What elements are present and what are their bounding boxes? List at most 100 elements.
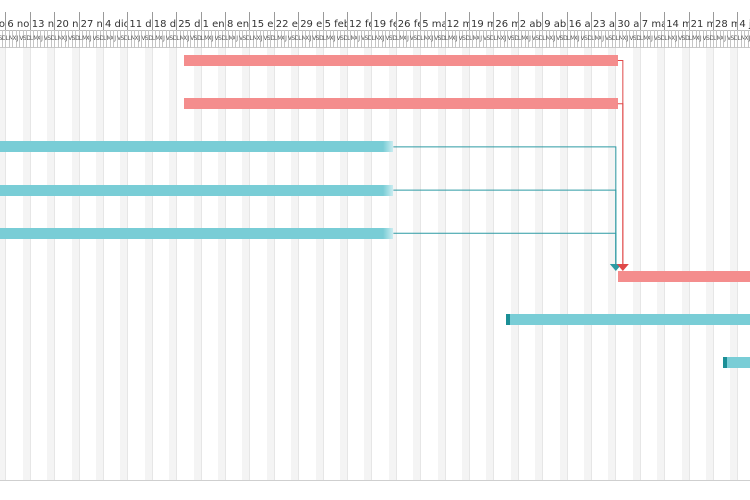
day-tick [263,30,265,48]
day-tick [71,30,73,48]
day-letter: D [148,35,152,42]
day-tick [552,30,554,48]
weekend-column [242,48,250,480]
day-tick [179,30,181,48]
day-letter: L [591,35,595,42]
day-tick [252,30,254,48]
week-label: 26 mar [495,19,518,30]
gantt-grid[interactable] [0,48,750,480]
day-tick [54,30,56,48]
day-letter: M [82,35,86,42]
day-letter: J [480,35,483,42]
day-letter: S [462,35,466,42]
day-letter: V [360,35,365,42]
critical-task-bar[interactable] [183,98,618,110]
day-letter: D [294,35,299,42]
day-tick [130,30,132,48]
weekend-column [462,48,469,480]
weekend-column [559,48,567,480]
weekend-column [266,48,274,480]
task-bar[interactable] [0,227,394,239]
day-tick [535,30,537,48]
bar-resize-handle[interactable] [505,314,510,326]
day-letter: S [340,35,344,42]
weekend-column [22,48,30,480]
day-tick [221,30,223,48]
weekend-column [706,48,713,480]
day-letter: M [618,35,623,42]
weekend-column [486,48,494,480]
day-letter: V [92,35,97,42]
day-letter: J [16,35,19,42]
day-tick [747,30,749,48]
day-tick [231,30,233,48]
day-letter: X [207,35,212,42]
critical-task-bar[interactable] [617,271,750,282]
week-label: 4 jun [739,19,750,30]
day-tick [329,30,331,48]
bar-fade-end [383,141,394,153]
day-letter: S [315,35,320,42]
day-letter: X [158,35,163,42]
day-letter: J [114,35,117,42]
day-letter: J [699,35,702,42]
task-bar[interactable] [0,141,394,153]
day-letter: D [221,35,225,42]
day-letter: D [489,35,494,42]
day-letter: S [22,35,27,42]
bar-resize-handle[interactable] [722,357,727,369]
week-label: 9 abr [544,19,567,30]
day-letter: J [138,35,141,42]
day-letter: V [214,35,219,42]
week-label: 2 abr [519,19,542,30]
week-label: 30 abr [617,19,640,30]
day-letter: M [570,35,574,42]
day-letter: V [409,35,414,42]
day-tick [249,30,251,48]
day-tick [622,30,624,48]
day-tick [36,30,38,48]
week-label: 8 ene [227,19,250,30]
day-tick [615,30,617,48]
week-label: 25 dic [178,19,201,30]
day-letter: L [151,35,156,42]
week-label: 29 ene [300,19,323,30]
week-grid-line [737,48,739,480]
day-tick [580,30,582,48]
day-letter: J [187,35,190,42]
day-tick [479,30,481,48]
day-tick [524,30,526,48]
day-letter: L [395,35,400,42]
day-tick [726,30,728,48]
week-label: 11 dic [129,19,152,30]
task-bar[interactable] [722,357,750,369]
task-bar[interactable] [505,314,750,326]
day-letter: V [141,35,145,42]
day-tick [333,30,335,48]
day-letter: X [451,35,456,42]
day-tick [155,30,157,48]
critical-task-bar[interactable] [183,55,618,66]
day-letter: V [604,35,609,42]
day-tick [577,30,579,48]
day-tick [706,30,708,48]
day-tick [653,30,655,48]
day-tick [458,30,460,48]
day-letter: J [407,35,409,42]
week-label: 15 ene [251,19,274,30]
day-letter: X [719,35,724,42]
task-bar[interactable] [0,184,394,196]
day-letter: L [54,35,58,42]
day-tick [695,30,697,48]
day-letter: X [231,35,236,42]
week-grid-line [29,48,31,480]
day-letter: S [169,35,173,42]
day-tick [277,30,279,48]
day-letter: V [116,35,121,42]
week-label: 21 may [690,19,713,30]
day-tick [629,30,631,48]
day-tick [688,30,690,48]
week-grid-line [444,48,446,480]
day-tick [437,30,439,48]
